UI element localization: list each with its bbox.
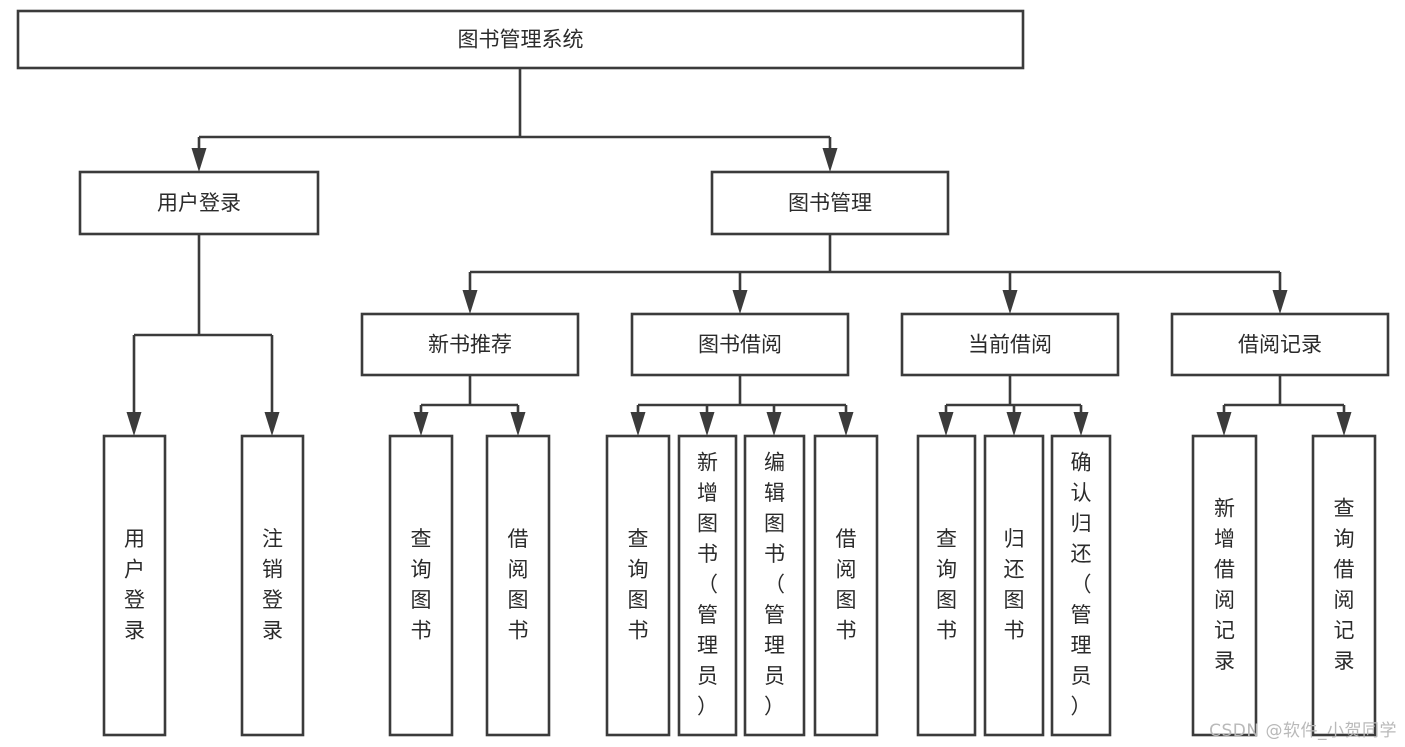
connector-group-l2_0 [126,234,280,436]
node-label-l2_1: 图书管理 [788,191,872,215]
node-label-l2_0: 用户登录 [157,191,241,215]
node-leaf_11[interactable]: 新增借阅记录 [1191,434,1258,737]
arrow-head-icon [1002,290,1018,314]
node-box-leaf_11[interactable] [1191,434,1258,737]
node-box-leaf_2[interactable] [388,434,454,737]
connector-group-l3_3 [1216,375,1352,436]
node-box-leaf_8[interactable] [916,434,977,737]
arrow-head-icon [1073,412,1089,436]
node-leaf_10[interactable]: 确认归还（管理员） [1050,434,1112,737]
node-box-leaf_9[interactable] [983,434,1045,737]
arrow-head-icon [766,412,782,436]
node-label-leaf_4: 查询图书 [628,527,649,643]
node-label-leaf_9: 归还图书 [1004,527,1025,643]
node-l3_2[interactable]: 当前借阅 [900,312,1120,377]
arrow-head-icon [264,412,280,436]
node-leaf_12[interactable]: 查询借阅记录 [1311,434,1377,737]
node-label-leaf_3: 借阅图书 [508,527,529,643]
node-leaf_6[interactable]: 编辑图书（管理员） [743,434,806,737]
arrow-head-icon [822,148,838,172]
arrow-head-icon [838,412,854,436]
node-leaf_8[interactable]: 查询图书 [916,434,977,737]
node-label-l3_1: 图书借阅 [698,333,782,357]
node-l3_1[interactable]: 图书借阅 [630,312,850,377]
node-box-l3_2[interactable] [900,312,1120,377]
node-label-leaf_11: 新增借阅记录 [1214,496,1235,673]
node-label-l3_3: 借阅记录 [1238,333,1322,357]
connector-group-l3_1 [630,375,854,436]
node-l2_1[interactable]: 图书管理 [710,170,950,236]
arrow-head-icon [938,412,954,436]
node-box-l2_1[interactable] [710,170,950,236]
node-label-root: 图书管理系统 [458,28,584,52]
connector-group-root [191,68,838,172]
arrow-head-icon [413,412,429,436]
node-label-leaf_6: 编辑图书（管理员） [764,451,785,719]
node-box-leaf_7[interactable] [813,434,879,737]
node-box-l3_3[interactable] [1170,312,1390,377]
node-leaf_4[interactable]: 查询图书 [605,434,671,737]
arrow-head-icon [699,412,715,436]
node-box-l3_0[interactable] [360,312,580,377]
node-root[interactable]: 图书管理系统 [16,9,1025,70]
node-label-leaf_5: 新增图书（管理员） [697,451,718,719]
node-label-leaf_10: 确认归还（管理员） [1071,451,1092,719]
node-box-leaf_1[interactable] [240,434,305,737]
node-label-leaf_2: 查询图书 [411,527,432,643]
node-box-l2_0[interactable] [78,170,320,236]
node-label-leaf_7: 借阅图书 [836,527,857,643]
node-box-leaf_3[interactable] [485,434,551,737]
node-box-root[interactable] [16,9,1025,70]
node-label-leaf_1: 注销登录 [262,527,283,643]
node-box-l3_1[interactable] [630,312,850,377]
node-label-l3_2: 当前借阅 [968,333,1052,357]
node-leaf_5[interactable]: 新增图书（管理员） [677,434,738,737]
node-l3_3[interactable]: 借阅记录 [1170,312,1390,377]
node-label-leaf_12: 查询借阅记录 [1334,496,1355,673]
node-leaf_9[interactable]: 归还图书 [983,434,1045,737]
node-leaf_2[interactable]: 查询图书 [388,434,454,737]
arrow-head-icon [1006,412,1022,436]
node-box-leaf_12[interactable] [1311,434,1377,737]
arrow-head-icon [1272,290,1288,314]
node-leaf_0[interactable]: 用户登录 [102,434,167,737]
node-l2_0[interactable]: 用户登录 [78,170,320,236]
arrow-head-icon [630,412,646,436]
node-box-leaf_10[interactable] [1050,434,1112,737]
arrow-head-icon [1336,412,1352,436]
arrow-head-icon [510,412,526,436]
arrow-head-icon [732,290,748,314]
node-box-leaf_6[interactable] [743,434,806,737]
node-box-leaf_4[interactable] [605,434,671,737]
node-box-leaf_0[interactable] [102,434,167,737]
node-leaf_3[interactable]: 借阅图书 [485,434,551,737]
node-box-leaf_5[interactable] [677,434,738,737]
node-label-leaf_0: 用户登录 [124,527,145,643]
connector-group-l2_1 [462,234,1288,314]
node-layer: 图书管理系统用户登录图书管理新书推荐图书借阅当前借阅借阅记录用户登录注销登录查询… [16,9,1390,737]
node-leaf_7[interactable]: 借阅图书 [813,434,879,737]
connector-group-l3_2 [938,375,1089,436]
node-label-l3_0: 新书推荐 [428,333,512,357]
node-label-leaf_8: 查询图书 [936,527,957,643]
arrow-head-icon [462,290,478,314]
arrow-head-icon [191,148,207,172]
arrow-head-icon [126,412,142,436]
node-leaf_1[interactable]: 注销登录 [240,434,305,737]
connector-group-l3_0 [413,375,526,436]
connector-layer [126,68,1352,436]
arrow-head-icon [1216,412,1232,436]
node-l3_0[interactable]: 新书推荐 [360,312,580,377]
